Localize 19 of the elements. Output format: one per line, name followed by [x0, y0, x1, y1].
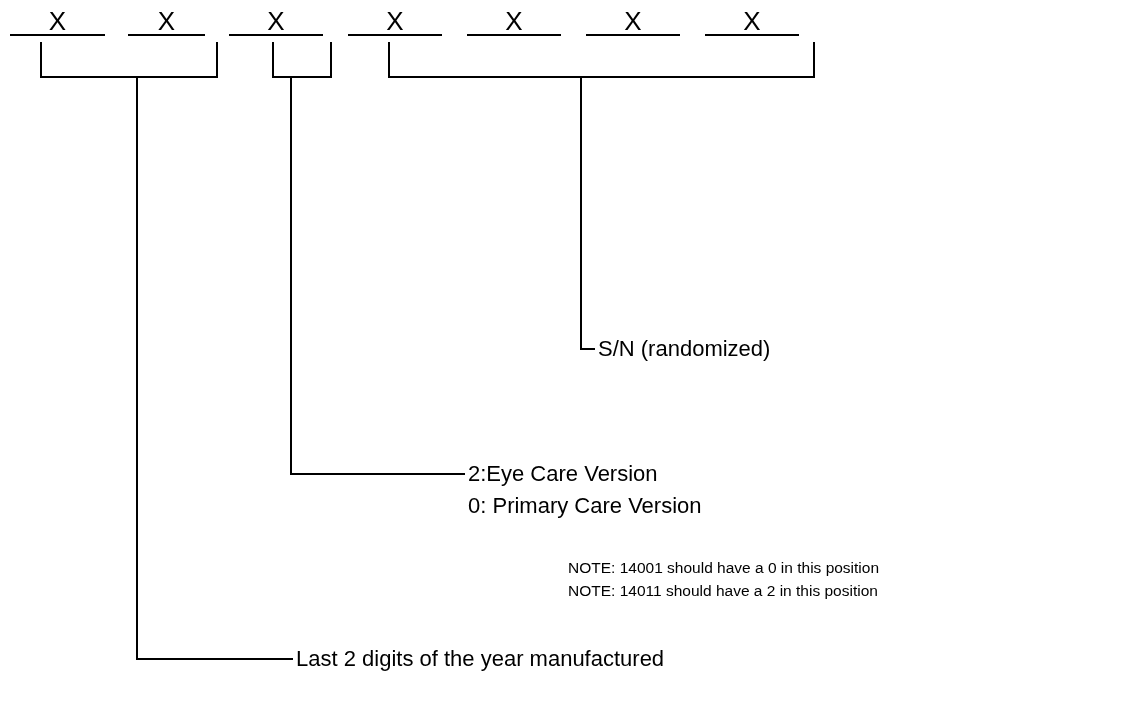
- fill-in-line: X: [705, 4, 799, 36]
- bracket: [272, 42, 332, 78]
- callout-text: S/N (randomized): [598, 333, 771, 365]
- note-text: NOTE: 14001 should have a 0 in this position: [568, 558, 880, 578]
- callout-text: Last 2 digits of the year manufactured: [296, 643, 665, 675]
- callout-text: 2:Eye Care Version: [468, 460, 659, 488]
- fill-in-line: X: [128, 4, 205, 36]
- leader-line: [136, 77, 294, 660]
- bracket: [40, 42, 218, 78]
- leader-line: [580, 77, 596, 350]
- fill-in-line: X: [10, 4, 105, 36]
- fill-in-line: X: [348, 4, 442, 36]
- note-text: NOTE: 14011 should have a 2 in this position: [568, 581, 878, 601]
- callout-text: 0: Primary Care Version: [468, 492, 702, 520]
- fill-in-line: X: [586, 4, 680, 36]
- bracket: [388, 42, 815, 78]
- leader-line: [290, 77, 466, 475]
- fill-in-line: X: [229, 4, 323, 36]
- fill-in-line: X: [467, 4, 561, 36]
